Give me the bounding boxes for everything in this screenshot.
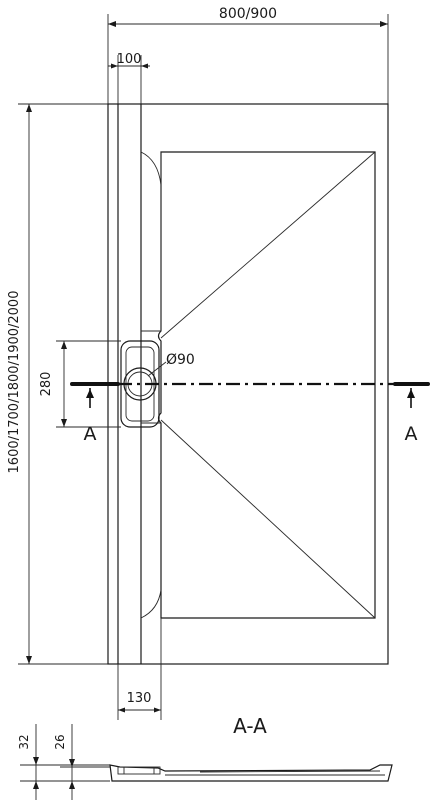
drain-offset-label: 130: [127, 691, 152, 706]
length-dimension-label: 1600/1700/1800/1900/2000: [7, 291, 22, 474]
drain-diameter-callout: Ø90: [147, 352, 195, 377]
sloped-surface: [140, 151, 376, 619]
drain-diameter-label: Ø90: [166, 352, 195, 368]
section-marker-left: A: [84, 423, 97, 445]
height-total-label: 32: [17, 734, 31, 749]
section-marker-right: A: [405, 423, 418, 445]
section-line: A A: [70, 382, 430, 445]
channel-width-dimension: 100: [108, 52, 150, 104]
drain-offset-dimension: 130: [117, 618, 162, 720]
width-dimension-label: 800/900: [219, 6, 277, 22]
section-title: A-A: [233, 714, 267, 738]
drain-zone-dimension: 280: [39, 340, 121, 428]
width-dimension: 800/900: [107, 6, 389, 104]
section-profile: 32 26: [17, 724, 393, 800]
height-edge-label: 26: [53, 734, 67, 749]
drain-zone-label: 280: [39, 372, 54, 397]
channel-width-label: 100: [117, 52, 142, 67]
length-dimension: 1600/1700/1800/1900/2000: [7, 103, 108, 665]
